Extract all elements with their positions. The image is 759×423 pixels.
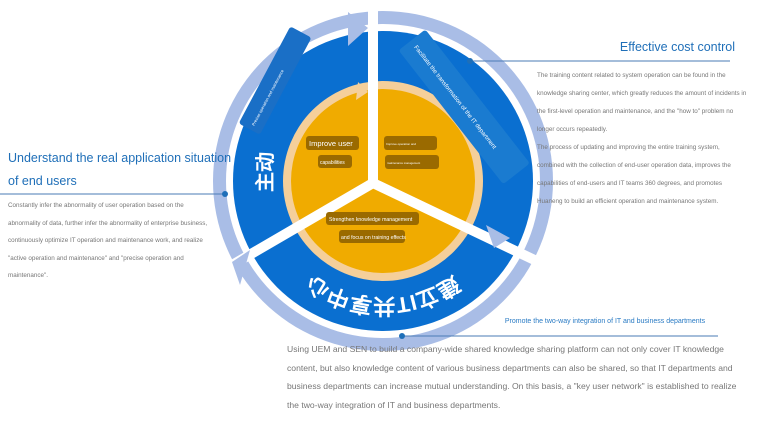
inner-bottom-label-bg xyxy=(339,230,405,243)
left-heading: Understand the real application situatio… xyxy=(8,151,232,188)
inner-bottom-line2: and focus on training effects xyxy=(341,235,406,241)
left-body: Constantly infer the abnormality of user… xyxy=(8,202,208,279)
inner-bottom-line1: Strengthen knowledge management xyxy=(329,217,413,223)
arrow-head-icon xyxy=(348,12,368,46)
right-body: The training content related to system o… xyxy=(537,67,747,211)
inner-right-label-bg xyxy=(384,136,437,150)
arrow-head-icon xyxy=(232,250,250,285)
inner-right-line1: Improve operation and xyxy=(386,142,416,146)
right-body-2: The process of updating and improving th… xyxy=(537,144,731,205)
arrow-head-icon xyxy=(356,82,368,100)
inner-bottom-label-bg xyxy=(326,212,419,225)
right-heading: Effective cost control xyxy=(619,40,735,54)
inner-right-label-bg xyxy=(385,155,439,169)
inner-right-line2: maintenance management xyxy=(387,161,420,165)
connector-dot xyxy=(399,333,405,339)
bottom-body: Using UEM and SEN to build a company-wid… xyxy=(287,344,737,410)
inner-left-label-bg xyxy=(306,136,359,150)
connector-dot xyxy=(467,58,473,64)
outer-left-label: 主动 xyxy=(253,152,277,192)
right-body-1: The training content related to system o… xyxy=(537,72,747,133)
arrow-head-icon xyxy=(486,225,510,248)
inner-left-line1: Improve user xyxy=(309,139,353,148)
connector-dot xyxy=(222,191,228,197)
inner-left-label-bg xyxy=(318,155,352,168)
orange-core xyxy=(291,89,475,273)
inner-left-line2: capabilities xyxy=(320,160,345,166)
bottom-heading: Promote the two-way integration of IT an… xyxy=(504,318,706,325)
